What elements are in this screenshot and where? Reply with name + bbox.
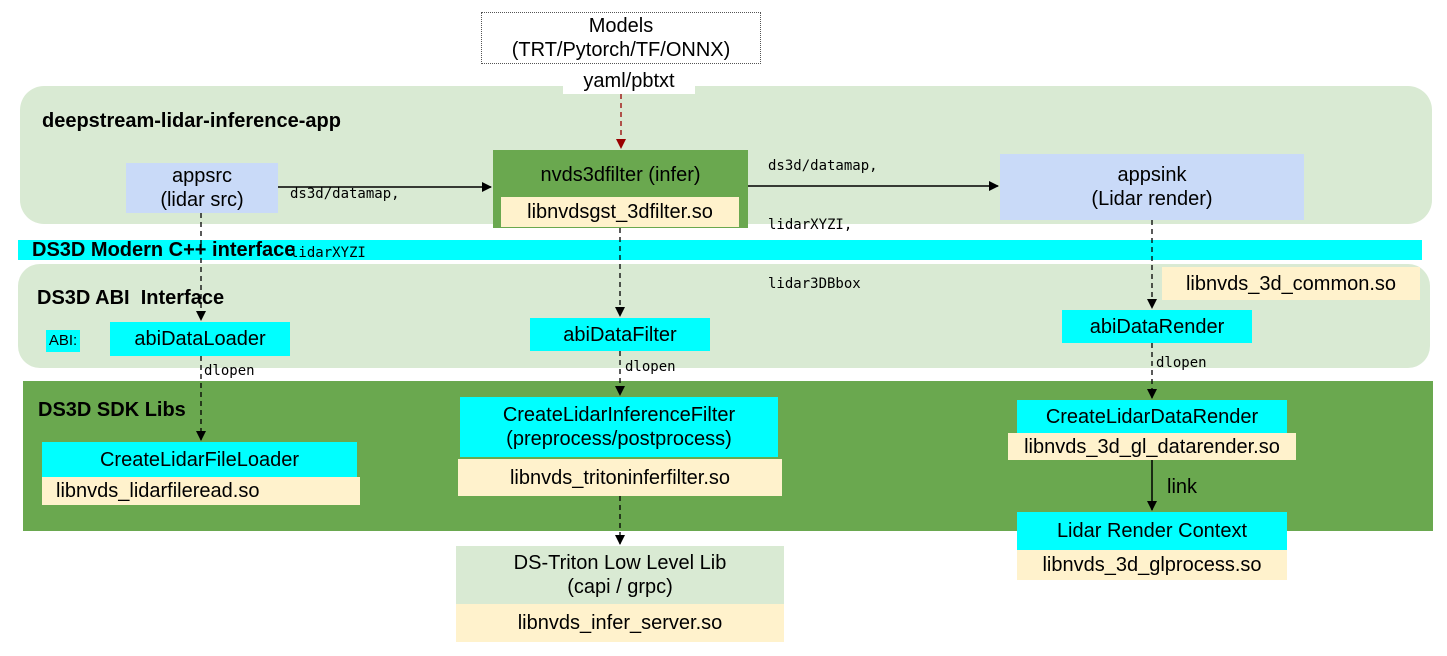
infer-filter-lib: libnvds_tritoninferfilter.so: [458, 459, 782, 496]
models-subtitle: (TRT/Pytorch/TF/ONNX): [511, 39, 731, 61]
lidar-render-context: Lidar Render Context: [1017, 512, 1287, 550]
cpp-interface-band: [18, 240, 1422, 260]
common-lib: libnvds_3d_common.so: [1162, 267, 1420, 300]
triton-lib: libnvds_infer_server.so: [456, 604, 784, 642]
appsink-sub: (Lidar render): [1091, 188, 1213, 210]
appsink-label: appsink: [1117, 164, 1187, 186]
cpp-interface-title: DS3D Modern C++ interface: [32, 239, 296, 261]
render-context-lib: libnvds_3d_glprocess.so: [1017, 550, 1287, 580]
abi-data-filter: abiDataFilter: [530, 318, 710, 351]
dlopen-label-render: dlopen: [1156, 355, 1207, 371]
abi-tag: ABI:: [46, 330, 80, 352]
nvds3dfilter-title: nvds3dfilter (infer): [540, 164, 701, 186]
app-band-title: deepstream-lidar-inference-app: [42, 110, 341, 132]
abi-band-title: DS3D ABI Interface: [37, 287, 225, 309]
data-render-lib: libnvds_3d_gl_datarender.so: [1008, 433, 1296, 460]
dlopen-label-filter: dlopen: [625, 359, 676, 375]
abi-data-loader: abiDataLoader: [110, 322, 290, 356]
link-label: link: [1167, 476, 1198, 498]
create-lidar-inference-filter: CreateLidarInferenceFilter (preprocess/p…: [460, 397, 778, 457]
models-title: Models: [588, 15, 654, 37]
models-format-label: yaml/pbtxt: [563, 68, 695, 94]
dlopen-label-loader: dlopen: [204, 363, 255, 379]
appsink-box: appsink (Lidar render): [1000, 154, 1304, 220]
appsrc-box: appsrc (lidar src): [126, 163, 278, 213]
create-lidar-data-render: CreateLidarDataRender: [1017, 400, 1287, 433]
create-lidar-file-loader: CreateLidarFileLoader: [42, 442, 357, 477]
edge-label-filter-appsink: ds3d/datamap, lidarXYZI, lidar3DBbox: [768, 158, 878, 292]
nvds3dfilter-lib: libnvdsgst_3dfilter.so: [501, 197, 739, 227]
sdk-band-title: DS3D SDK Libs: [38, 399, 186, 421]
appsrc-label: appsrc: [171, 165, 233, 187]
file-loader-lib: libnvds_lidarfileread.so: [42, 477, 360, 505]
ds-triton-low-level-lib: DS-Triton Low Level Lib (capi / grpc): [456, 546, 784, 604]
appsrc-sub: (lidar src): [160, 189, 244, 211]
models-box: Models (TRT/Pytorch/TF/ONNX): [481, 12, 761, 64]
abi-data-render: abiDataRender: [1062, 310, 1252, 343]
edge-label-appsrc-filter: ds3d/datamap, lidarXYZI: [290, 186, 400, 261]
